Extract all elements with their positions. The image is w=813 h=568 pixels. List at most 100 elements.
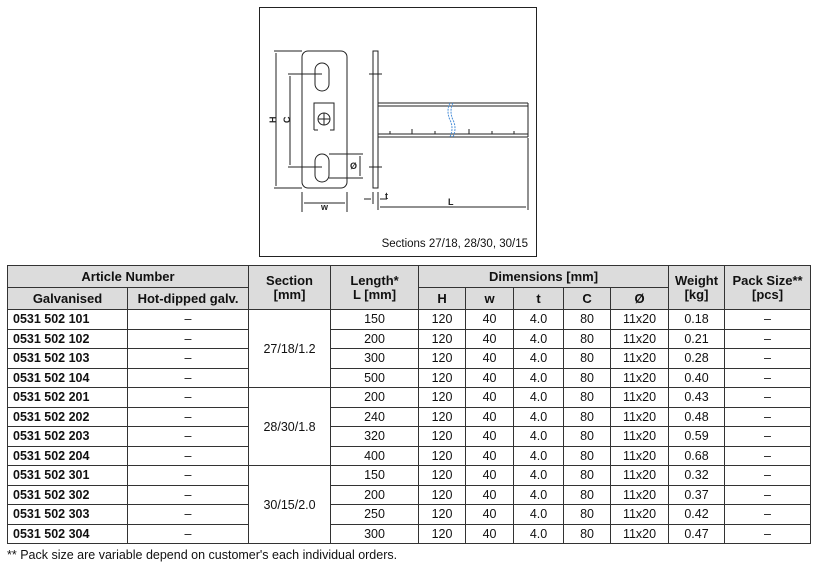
table-cell: – <box>126 406 250 427</box>
table-cell: – <box>724 445 812 466</box>
table-cell: 40 <box>465 484 515 505</box>
article-number-cell: 0531 502 301 <box>7 465 128 486</box>
table-cell: 0.21 <box>668 328 726 349</box>
table-cell: 80 <box>563 348 612 369</box>
footnote: ** Pack size are variable depend on cust… <box>7 548 398 562</box>
bracket-drawing: H C w t L Ø <box>268 50 529 212</box>
table-cell: 200 <box>330 484 420 505</box>
table-cell: – <box>724 406 812 427</box>
table-cell: 80 <box>563 309 612 330</box>
article-number-cell: 0531 502 104 <box>7 367 128 388</box>
table-cell: 0.43 <box>668 387 726 408</box>
table-cell: 200 <box>330 387 420 408</box>
article-number-cell: 0531 502 304 <box>7 523 128 544</box>
table-cell: 120 <box>418 465 467 486</box>
table-cell: 4.0 <box>513 445 565 466</box>
table-cell: 400 <box>330 445 420 466</box>
section-cell: 28/30/1.8 <box>248 387 332 466</box>
table-cell: – <box>126 504 250 525</box>
table-cell: 11x20 <box>610 465 670 486</box>
table-cell: 120 <box>418 523 467 544</box>
dim-C-label: C <box>282 116 292 123</box>
header-galvanised: Galvanised <box>7 287 128 310</box>
table-cell: 0.48 <box>668 406 726 427</box>
section-cell: 27/18/1.2 <box>248 309 332 388</box>
article-number-cell: 0531 502 302 <box>7 484 128 505</box>
table-cell: 200 <box>330 328 420 349</box>
table-cell: 0.42 <box>668 504 726 525</box>
table-cell: 0.18 <box>668 309 726 330</box>
article-number-cell: 0531 502 201 <box>7 387 128 408</box>
article-number-cell: 0531 502 204 <box>7 445 128 466</box>
article-number-cell: 0531 502 203 <box>7 426 128 447</box>
table-cell: – <box>126 484 250 505</box>
table-cell: 11x20 <box>610 387 670 408</box>
table-cell: 40 <box>465 328 515 349</box>
technical-drawing: H C w t L Ø Sections 27/18, 28/30, 30/15 <box>259 7 537 257</box>
table-cell: 11x20 <box>610 523 670 544</box>
table-cell: – <box>724 367 812 388</box>
table-cell: 250 <box>330 504 420 525</box>
table-cell: 11x20 <box>610 367 670 388</box>
table-cell: – <box>724 504 812 525</box>
article-number-cell: 0531 502 303 <box>7 504 128 525</box>
table-cell: 0.37 <box>668 484 726 505</box>
dim-w-label: w <box>320 202 329 212</box>
table-cell: 0.28 <box>668 348 726 369</box>
table-cell: 40 <box>465 523 515 544</box>
header-hot-dipped: Hot-dipped galv. <box>126 287 250 310</box>
table-cell: 11x20 <box>610 348 670 369</box>
header-w: w <box>465 287 515 310</box>
header-article-number: Article Number <box>6 265 250 288</box>
table-cell: 4.0 <box>513 465 565 486</box>
table-cell: 80 <box>563 484 612 505</box>
table-cell: 120 <box>418 387 467 408</box>
table-cell: 120 <box>418 484 467 505</box>
table-cell: 300 <box>330 348 420 369</box>
table-cell: 11x20 <box>610 309 670 330</box>
table-cell: 11x20 <box>610 426 670 447</box>
table-cell: 500 <box>330 367 420 388</box>
header-diameter: Ø <box>610 287 670 310</box>
table-cell: – <box>724 309 812 330</box>
table-cell: 120 <box>418 504 467 525</box>
table-cell: 40 <box>465 348 515 369</box>
figure-caption: Sections 27/18, 28/30, 30/15 <box>381 238 528 250</box>
header-length: Length* L [mm] <box>330 265 420 310</box>
table-cell: 4.0 <box>513 504 565 525</box>
table-cell: – <box>724 484 812 505</box>
table-cell: 80 <box>563 328 612 349</box>
table-cell: 80 <box>563 367 612 388</box>
table-cell: – <box>126 426 250 447</box>
table-cell: 300 <box>330 523 420 544</box>
table-cell: 4.0 <box>513 309 565 330</box>
table-cell: 40 <box>465 367 515 388</box>
table-cell: – <box>126 328 250 349</box>
header-section: Section [mm] <box>248 265 332 310</box>
table-cell: 0.47 <box>668 523 726 544</box>
table-cell: 120 <box>418 348 467 369</box>
table-cell: 0.68 <box>668 445 726 466</box>
article-number-cell: 0531 502 202 <box>7 406 128 427</box>
table-cell: – <box>724 523 812 544</box>
table-cell: 80 <box>563 445 612 466</box>
header-weight: Weight [kg] <box>668 265 726 310</box>
table-cell: 120 <box>418 445 467 466</box>
table-cell: 11x20 <box>610 504 670 525</box>
table-cell: 40 <box>465 504 515 525</box>
table-cell: 40 <box>465 309 515 330</box>
table-cell: 80 <box>563 406 612 427</box>
table-cell: 240 <box>330 406 420 427</box>
table-cell: 4.0 <box>513 426 565 447</box>
